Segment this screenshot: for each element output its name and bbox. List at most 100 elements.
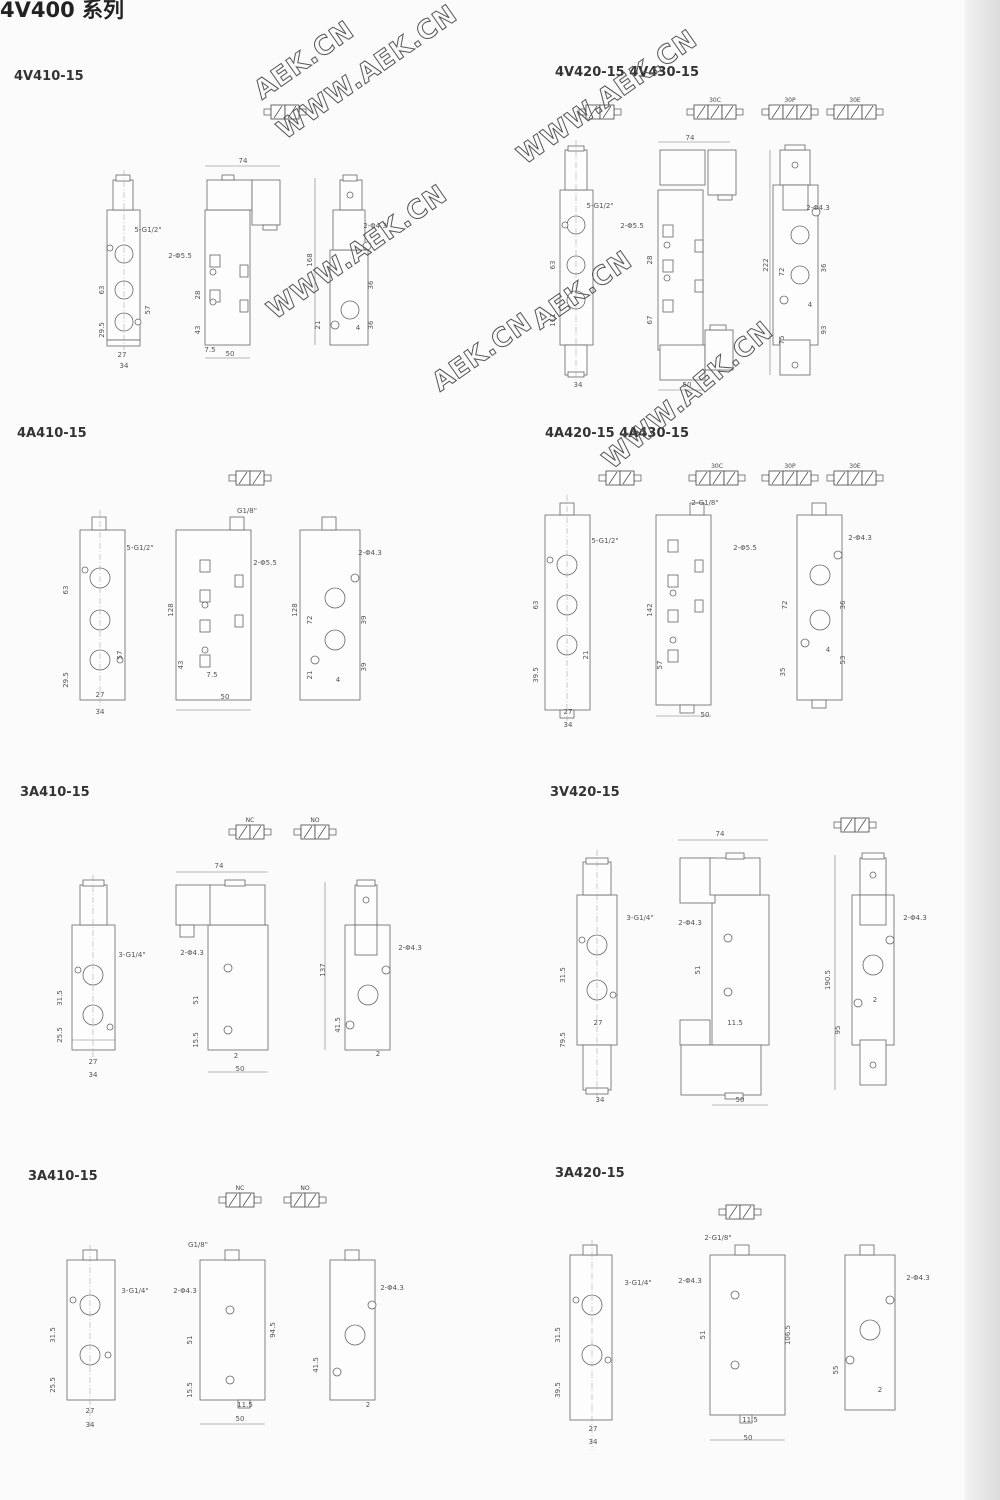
dimension-label: 43 (194, 326, 202, 335)
valve-body-outline (667, 649, 679, 663)
dimension-label: 2-Φ4.3 (398, 944, 422, 952)
symbol-label: 30E (849, 97, 861, 104)
dimension-label: 50 (226, 350, 235, 358)
actuator-right-icon (868, 821, 877, 829)
port-hole (116, 656, 124, 664)
panel-title: 3A410-15 (20, 785, 90, 800)
dimension-label: 29.5 (98, 322, 106, 338)
valve-body-outline (667, 609, 679, 623)
port-hole (572, 1296, 580, 1304)
valve-body-outline (224, 1249, 240, 1261)
dimension-label: 2 (878, 1386, 882, 1394)
valve-panel-3: 4A410-155-G1/2"6329.5572734G1/8"2-Φ5.512… (17, 426, 382, 716)
dimension-label: 11.5 (742, 1416, 758, 1424)
valve-body-outline (861, 852, 885, 860)
dimension-label: 2-Φ5.5 (620, 222, 644, 230)
actuator-right-icon (263, 828, 272, 836)
port-hole (106, 244, 114, 252)
port-hole (223, 963, 233, 973)
valve-body-outline (779, 339, 811, 376)
port-hole (324, 587, 346, 609)
valve-body-outline (709, 1254, 786, 1416)
valve-symbol-icon (598, 470, 642, 486)
flow-arrow-icon (712, 471, 722, 485)
dimension-label: 43 (177, 661, 185, 670)
valve-body-outline (694, 239, 704, 253)
flow-arrow-icon (287, 105, 297, 119)
actuator-left-icon (218, 1196, 227, 1204)
port-hole (609, 991, 617, 999)
dimension-label: 94.5 (269, 1322, 277, 1338)
port-hole (134, 318, 142, 326)
port-hole (201, 646, 209, 654)
port-hole (669, 589, 677, 597)
port-hole (790, 265, 810, 285)
dimension-label: 50 (236, 1415, 245, 1423)
flow-arrow-icon (771, 471, 781, 485)
dimension-label: 21 (314, 321, 322, 330)
dimension-label: 7.5 (206, 671, 217, 679)
port-hole (381, 965, 391, 975)
dimension-label: 3-G1/4" (624, 1279, 651, 1287)
dimension-label: 50 (744, 1434, 753, 1442)
port-hole (885, 1295, 895, 1305)
valve-body-outline (234, 574, 244, 588)
dimension-label: 128 (167, 603, 175, 616)
dimension-label: 3-G1/4" (626, 914, 653, 922)
flow-arrow-icon (608, 471, 618, 485)
dimension-label: 21 (582, 651, 590, 660)
dimension-label: 2-G1/8" (704, 1234, 731, 1242)
dimension-label: 31.5 (554, 1327, 562, 1343)
dimension-label: 51 (186, 1336, 194, 1345)
dimension-label: 2-Φ5.5 (733, 544, 757, 552)
dimension-label: 190.5 (824, 970, 832, 990)
dimension-label: 2-Φ4.3 (903, 914, 927, 922)
symbol-label: NO (300, 1185, 309, 1192)
dimension-label: 53 (839, 656, 847, 665)
valve-symbol-icon (263, 104, 307, 120)
flow-arrow-icon (252, 471, 262, 485)
port-hole (209, 298, 217, 306)
actuator-right-icon (753, 1208, 762, 1216)
dimension-label: 106.5 (784, 1325, 792, 1345)
valve-symbol-icon: 30C (686, 97, 744, 120)
valve-body-outline (680, 1044, 762, 1096)
port-hole (845, 1355, 855, 1365)
dimension-label: 34 (86, 1421, 95, 1429)
valve-body-outline (811, 502, 827, 516)
flow-arrow-icon (843, 818, 853, 832)
port-hole (310, 655, 320, 665)
valve-body-outline (229, 516, 245, 531)
port-hole (730, 1290, 740, 1300)
valve-body-outline (209, 254, 221, 268)
valve-body-outline (237, 1399, 251, 1409)
valve-body-outline (321, 516, 337, 531)
dimension-label: 39.5 (532, 667, 540, 683)
actuator-left-icon (833, 821, 842, 829)
valve-body-outline (342, 174, 358, 182)
dimension-label: 15.5 (192, 1032, 200, 1048)
flow-arrow-icon (252, 825, 262, 839)
port-hole (357, 984, 379, 1006)
actuator-right-icon (810, 474, 819, 482)
actuator-left-icon (228, 474, 237, 482)
valve-symbol-icon: 30E (826, 463, 884, 486)
valve-symbol-icon: NO (293, 817, 337, 840)
valve-body-outline (739, 1414, 753, 1424)
actuator-right-icon (737, 474, 746, 482)
dimension-label: 27 (86, 1407, 95, 1415)
valve-body-outline (112, 179, 134, 211)
dimension-label: 27 (589, 1425, 598, 1433)
valve-symbol-icon: 30C (688, 463, 746, 486)
valve-body-outline (772, 184, 819, 346)
flow-arrow-icon (307, 1193, 317, 1207)
dimension-label: 2-Φ4.3 (358, 549, 382, 557)
valve-symbol-icon (833, 817, 877, 833)
valve-body-outline (859, 894, 887, 926)
port-hole (367, 1300, 377, 1310)
valve-body-outline (734, 1244, 750, 1256)
valve-body-outline (667, 539, 679, 553)
dimension-label: 63 (549, 261, 557, 270)
panel-title: 4A410-15 (17, 426, 87, 441)
